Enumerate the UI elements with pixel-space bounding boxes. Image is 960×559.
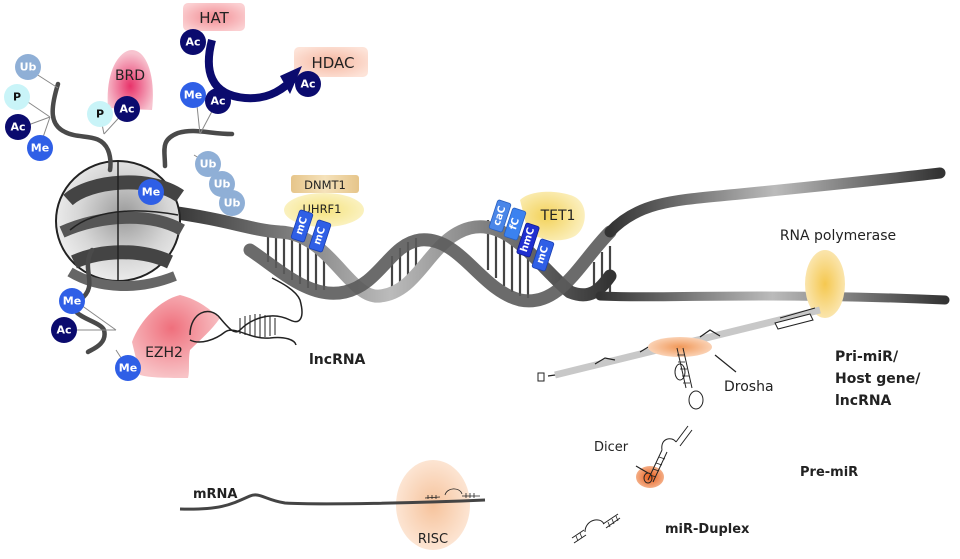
svg-text:Ac: Ac bbox=[300, 78, 315, 91]
drosha-label: Drosha bbox=[724, 379, 774, 395]
svg-text:Ac: Ac bbox=[210, 95, 225, 108]
svg-text:Host gene/: Host gene/ bbox=[835, 371, 921, 387]
svg-text:Me: Me bbox=[119, 362, 137, 375]
mark-p: P bbox=[4, 84, 30, 110]
mc-label: mC bbox=[535, 245, 551, 265]
svg-text:Ac: Ac bbox=[10, 121, 25, 134]
mark-ub: Ub bbox=[195, 151, 221, 177]
mark-me: Me bbox=[115, 355, 141, 381]
pre-mir-hairpin bbox=[643, 425, 693, 484]
histone-marks: Ub P Ac Me P Ac Ac Ac Me Ac Ub Ub Ub Me … bbox=[4, 29, 321, 381]
svg-text:Me: Me bbox=[142, 186, 160, 199]
mark-me: Me bbox=[138, 179, 164, 205]
mir-duplex bbox=[571, 513, 621, 544]
dicer-enzyme: Dicer bbox=[594, 440, 664, 488]
svg-text:Ac: Ac bbox=[185, 36, 200, 49]
uhrf1-label: UHRF1 bbox=[303, 202, 342, 216]
dna-mark-cac: caC bbox=[488, 199, 512, 233]
pri-mir-hairpin bbox=[674, 347, 704, 410]
dicer-label: Dicer bbox=[594, 440, 629, 455]
risc-label: RISC bbox=[418, 532, 448, 547]
risc-complex: RISC bbox=[396, 460, 470, 550]
hat-label: HAT bbox=[199, 9, 229, 27]
brd-label: BRD bbox=[115, 68, 145, 84]
histone-tails bbox=[50, 81, 235, 355]
mark-ac: Ac bbox=[114, 96, 140, 122]
svg-text:Me: Me bbox=[31, 142, 49, 155]
mark-p: P bbox=[87, 101, 113, 127]
dna-mark-hmc: hmC bbox=[516, 222, 540, 258]
svg-text:Ub: Ub bbox=[20, 61, 37, 74]
mark-ac: Ac bbox=[180, 29, 206, 55]
svg-text:P: P bbox=[96, 108, 104, 121]
pri-mir-label: Pri-miR/ Host gene/ lncRNA bbox=[835, 349, 921, 409]
mrna-label: mRNA bbox=[193, 487, 238, 502]
rna-polymerase: RNA polymerase bbox=[780, 228, 896, 318]
mc-label: mC bbox=[294, 216, 310, 236]
hdac-enzyme: HDAC bbox=[294, 47, 368, 77]
rna-polymerase-label: RNA polymerase bbox=[780, 228, 896, 244]
acetyl-transfer-arrow bbox=[204, 38, 299, 103]
pre-mir-label: Pre-miR bbox=[800, 465, 858, 480]
drosha-enzyme: Drosha bbox=[648, 337, 774, 395]
brd-enzyme: BRD bbox=[107, 50, 153, 110]
dnmt1-enzyme: DNMT1 bbox=[291, 175, 359, 193]
mir-duplex-label: miR-Duplex bbox=[665, 522, 750, 537]
svg-text:P: P bbox=[13, 91, 21, 104]
svg-text:Ub: Ub bbox=[200, 158, 217, 171]
svg-text:lncRNA: lncRNA bbox=[835, 393, 892, 409]
hat-enzyme: HAT bbox=[183, 3, 245, 31]
lncrna-structure bbox=[189, 277, 303, 346]
svg-text:Ac: Ac bbox=[119, 103, 134, 116]
mark-me: Me bbox=[180, 82, 206, 108]
fc-label: fC bbox=[508, 217, 522, 232]
mark-ac: Ac bbox=[205, 88, 231, 114]
mark-ac: Ac bbox=[295, 71, 321, 97]
mark-ub: Ub bbox=[219, 190, 245, 216]
hdac-label: HDAC bbox=[311, 54, 354, 72]
nucleosome bbox=[55, 160, 185, 292]
mark-ac: Ac bbox=[51, 317, 77, 343]
mark-ac: Ac bbox=[5, 114, 31, 140]
svg-text:Ub: Ub bbox=[224, 197, 241, 210]
dna-mark-mc-1: mC bbox=[290, 209, 314, 243]
dna-mark-mc-2: mC bbox=[308, 219, 332, 253]
ezh2-label: EZH2 bbox=[145, 345, 183, 361]
dna-mark-fc: fC bbox=[503, 207, 527, 241]
svg-text:Pri-miR/: Pri-miR/ bbox=[835, 349, 899, 365]
mark-ub: Ub bbox=[15, 54, 41, 80]
dna-mark-mc-3: mC bbox=[531, 238, 555, 272]
arrow-head-icon bbox=[280, 66, 302, 94]
mrna-strand bbox=[179, 488, 486, 511]
ezh2-enzyme: EZH2 bbox=[132, 295, 220, 378]
svg-text:Me: Me bbox=[184, 89, 202, 102]
lncrna-label: lncRNA bbox=[309, 352, 366, 368]
svg-text:Ub: Ub bbox=[214, 178, 231, 191]
svg-text:Me: Me bbox=[63, 295, 81, 308]
mc-label: mC bbox=[312, 226, 328, 246]
mark-me: Me bbox=[59, 288, 85, 314]
mark-me: Me bbox=[27, 135, 53, 161]
tet1-label: TET1 bbox=[540, 208, 576, 224]
dnmt1-label: DNMT1 bbox=[304, 178, 346, 192]
mirna-bound bbox=[424, 488, 480, 499]
svg-text:Ac: Ac bbox=[56, 324, 71, 337]
dna-helix bbox=[163, 167, 950, 308]
